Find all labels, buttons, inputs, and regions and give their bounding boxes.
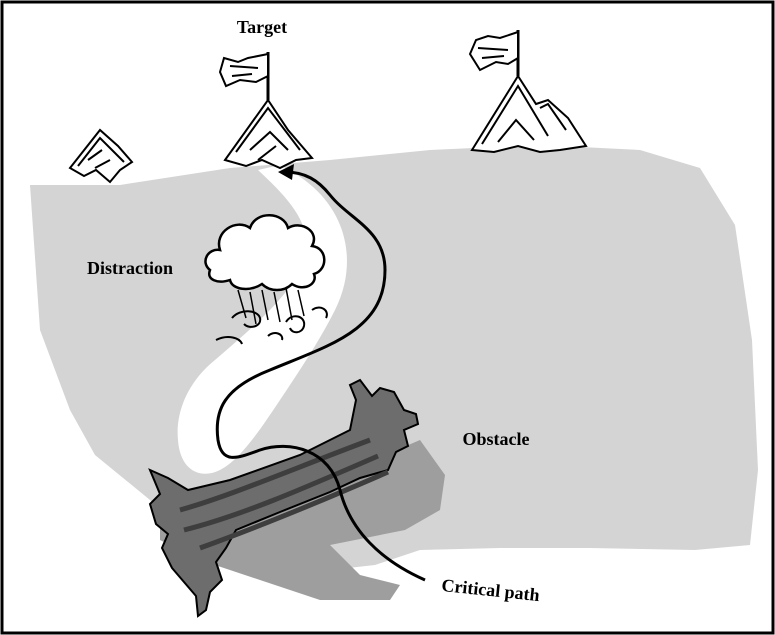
fallen-tree-icon (148, 378, 420, 618)
storm-cloud-icon (204, 214, 328, 345)
flag-icon (468, 30, 520, 76)
winding-trail (177, 165, 347, 474)
mountain-icon (223, 98, 314, 170)
critical-path-line (215, 170, 426, 582)
mountain-icon (68, 128, 134, 184)
obstacle-label: Obstacle (463, 429, 530, 449)
flag-icon (218, 52, 270, 100)
arrow-icon (278, 164, 294, 180)
mountain-icon (470, 74, 588, 154)
target-label: Target (237, 17, 287, 37)
distraction-label: Distraction (87, 258, 173, 278)
